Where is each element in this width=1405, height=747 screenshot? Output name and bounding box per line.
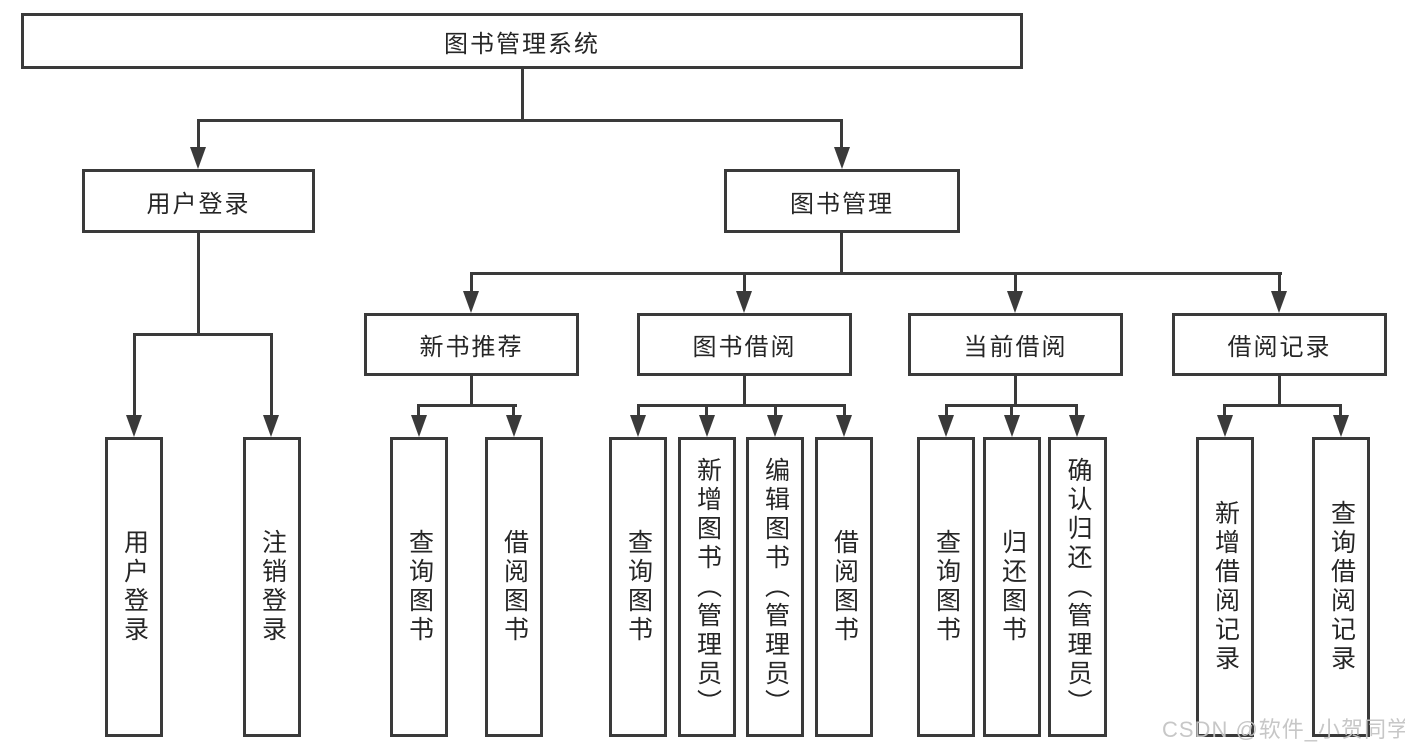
connector-line xyxy=(197,233,200,336)
arrow-down-icon xyxy=(1271,291,1287,313)
node-book-borrowing: 图书借阅 xyxy=(637,313,852,376)
connector-line xyxy=(743,376,746,407)
leaf-logout: 注销登录 xyxy=(243,437,301,737)
node-borrowing-records: 借阅记录 xyxy=(1172,313,1387,376)
connector-line xyxy=(840,119,843,149)
arrow-down-icon xyxy=(699,415,715,437)
leaf-user-login: 用户登录 xyxy=(105,437,163,737)
leaf-label: 归还图书 xyxy=(998,529,1027,645)
connector-line xyxy=(1014,376,1017,407)
connector-line xyxy=(133,333,136,417)
connector-line xyxy=(512,404,515,417)
arrow-down-icon xyxy=(411,415,427,437)
arrow-down-icon xyxy=(1007,291,1023,313)
connector-line xyxy=(133,333,273,336)
leaf-label: 借阅图书 xyxy=(500,529,529,645)
connector-line xyxy=(637,404,846,407)
node-new-book-recommendation: 新书推荐 xyxy=(364,313,579,376)
connector-line xyxy=(945,404,948,417)
arrow-down-icon xyxy=(736,291,752,313)
leaf-label: 查询借阅记录 xyxy=(1327,500,1356,674)
leaf-query-books-borrowing: 查询图书 xyxy=(609,437,667,737)
leaf-edit-books-admin: 编辑图书（管理员） xyxy=(746,437,804,737)
node-user-login: 用户登录 xyxy=(82,169,315,233)
leaf-borrow-books-recommend: 借阅图书 xyxy=(485,437,543,737)
arrow-down-icon xyxy=(630,415,646,437)
arrow-down-icon xyxy=(263,415,279,437)
arrow-down-icon xyxy=(938,415,954,437)
leaf-label: 编辑图书（管理员） xyxy=(761,456,790,718)
connector-line xyxy=(1010,404,1013,417)
arrow-down-icon xyxy=(1069,415,1085,437)
connector-line xyxy=(521,69,524,121)
watermark: CSDN @软件_小贺同学 xyxy=(1162,717,1405,742)
arrow-down-icon xyxy=(506,415,522,437)
connector-line xyxy=(705,404,708,417)
leaf-query-books-recommend: 查询图书 xyxy=(390,437,448,737)
connector-line xyxy=(197,119,843,122)
leaf-label: 用户登录 xyxy=(120,529,149,645)
connector-line xyxy=(637,404,640,417)
leaf-label: 查询图书 xyxy=(405,529,434,645)
node-current-borrowing: 当前借阅 xyxy=(908,313,1123,376)
connector-line xyxy=(270,333,273,417)
connector-line xyxy=(417,404,517,407)
connector-line xyxy=(1014,272,1017,293)
connector-line xyxy=(1223,404,1226,417)
connector-line xyxy=(470,272,1282,275)
connector-line xyxy=(840,233,843,275)
leaf-label: 新增借阅记录 xyxy=(1211,500,1240,674)
leaf-query-borrow-record: 查询借阅记录 xyxy=(1312,437,1370,737)
arrow-down-icon xyxy=(767,415,783,437)
leaf-label: 查询图书 xyxy=(932,529,961,645)
leaf-borrow-books-borrowing: 借阅图书 xyxy=(815,437,873,737)
connector-line xyxy=(1075,404,1078,417)
arrow-down-icon xyxy=(836,415,852,437)
leaf-label: 查询图书 xyxy=(624,529,653,645)
leaf-label: 新增图书（管理员） xyxy=(693,456,722,718)
leaf-confirm-return-admin: 确认归还（管理员） xyxy=(1048,437,1107,737)
connector-line xyxy=(470,376,473,407)
arrow-down-icon xyxy=(834,147,850,169)
connector-line xyxy=(1278,376,1281,407)
leaf-return-books: 归还图书 xyxy=(983,437,1041,737)
connector-line xyxy=(1223,404,1342,407)
connector-line xyxy=(743,272,746,293)
connector-line xyxy=(197,119,200,149)
connector-line xyxy=(470,272,473,293)
connector-line xyxy=(1339,404,1342,417)
leaf-add-books-admin: 新增图书（管理员） xyxy=(678,437,736,737)
connector-line xyxy=(774,404,777,417)
node-book-management: 图书管理 xyxy=(724,169,960,233)
connector-line xyxy=(843,404,846,417)
node-root: 图书管理系统 xyxy=(21,13,1023,69)
connector-line xyxy=(1278,272,1281,293)
leaf-query-books-current: 查询图书 xyxy=(917,437,975,737)
connector-line xyxy=(417,404,420,417)
arrow-down-icon xyxy=(463,291,479,313)
leaf-label: 注销登录 xyxy=(258,529,287,645)
arrow-down-icon xyxy=(126,415,142,437)
arrow-down-icon xyxy=(1333,415,1349,437)
leaf-label: 借阅图书 xyxy=(830,529,859,645)
arrow-down-icon xyxy=(190,147,206,169)
leaf-label: 确认归还（管理员） xyxy=(1064,456,1092,718)
arrow-down-icon xyxy=(1217,415,1233,437)
arrow-down-icon xyxy=(1004,415,1020,437)
leaf-add-borrow-record: 新增借阅记录 xyxy=(1196,437,1254,737)
